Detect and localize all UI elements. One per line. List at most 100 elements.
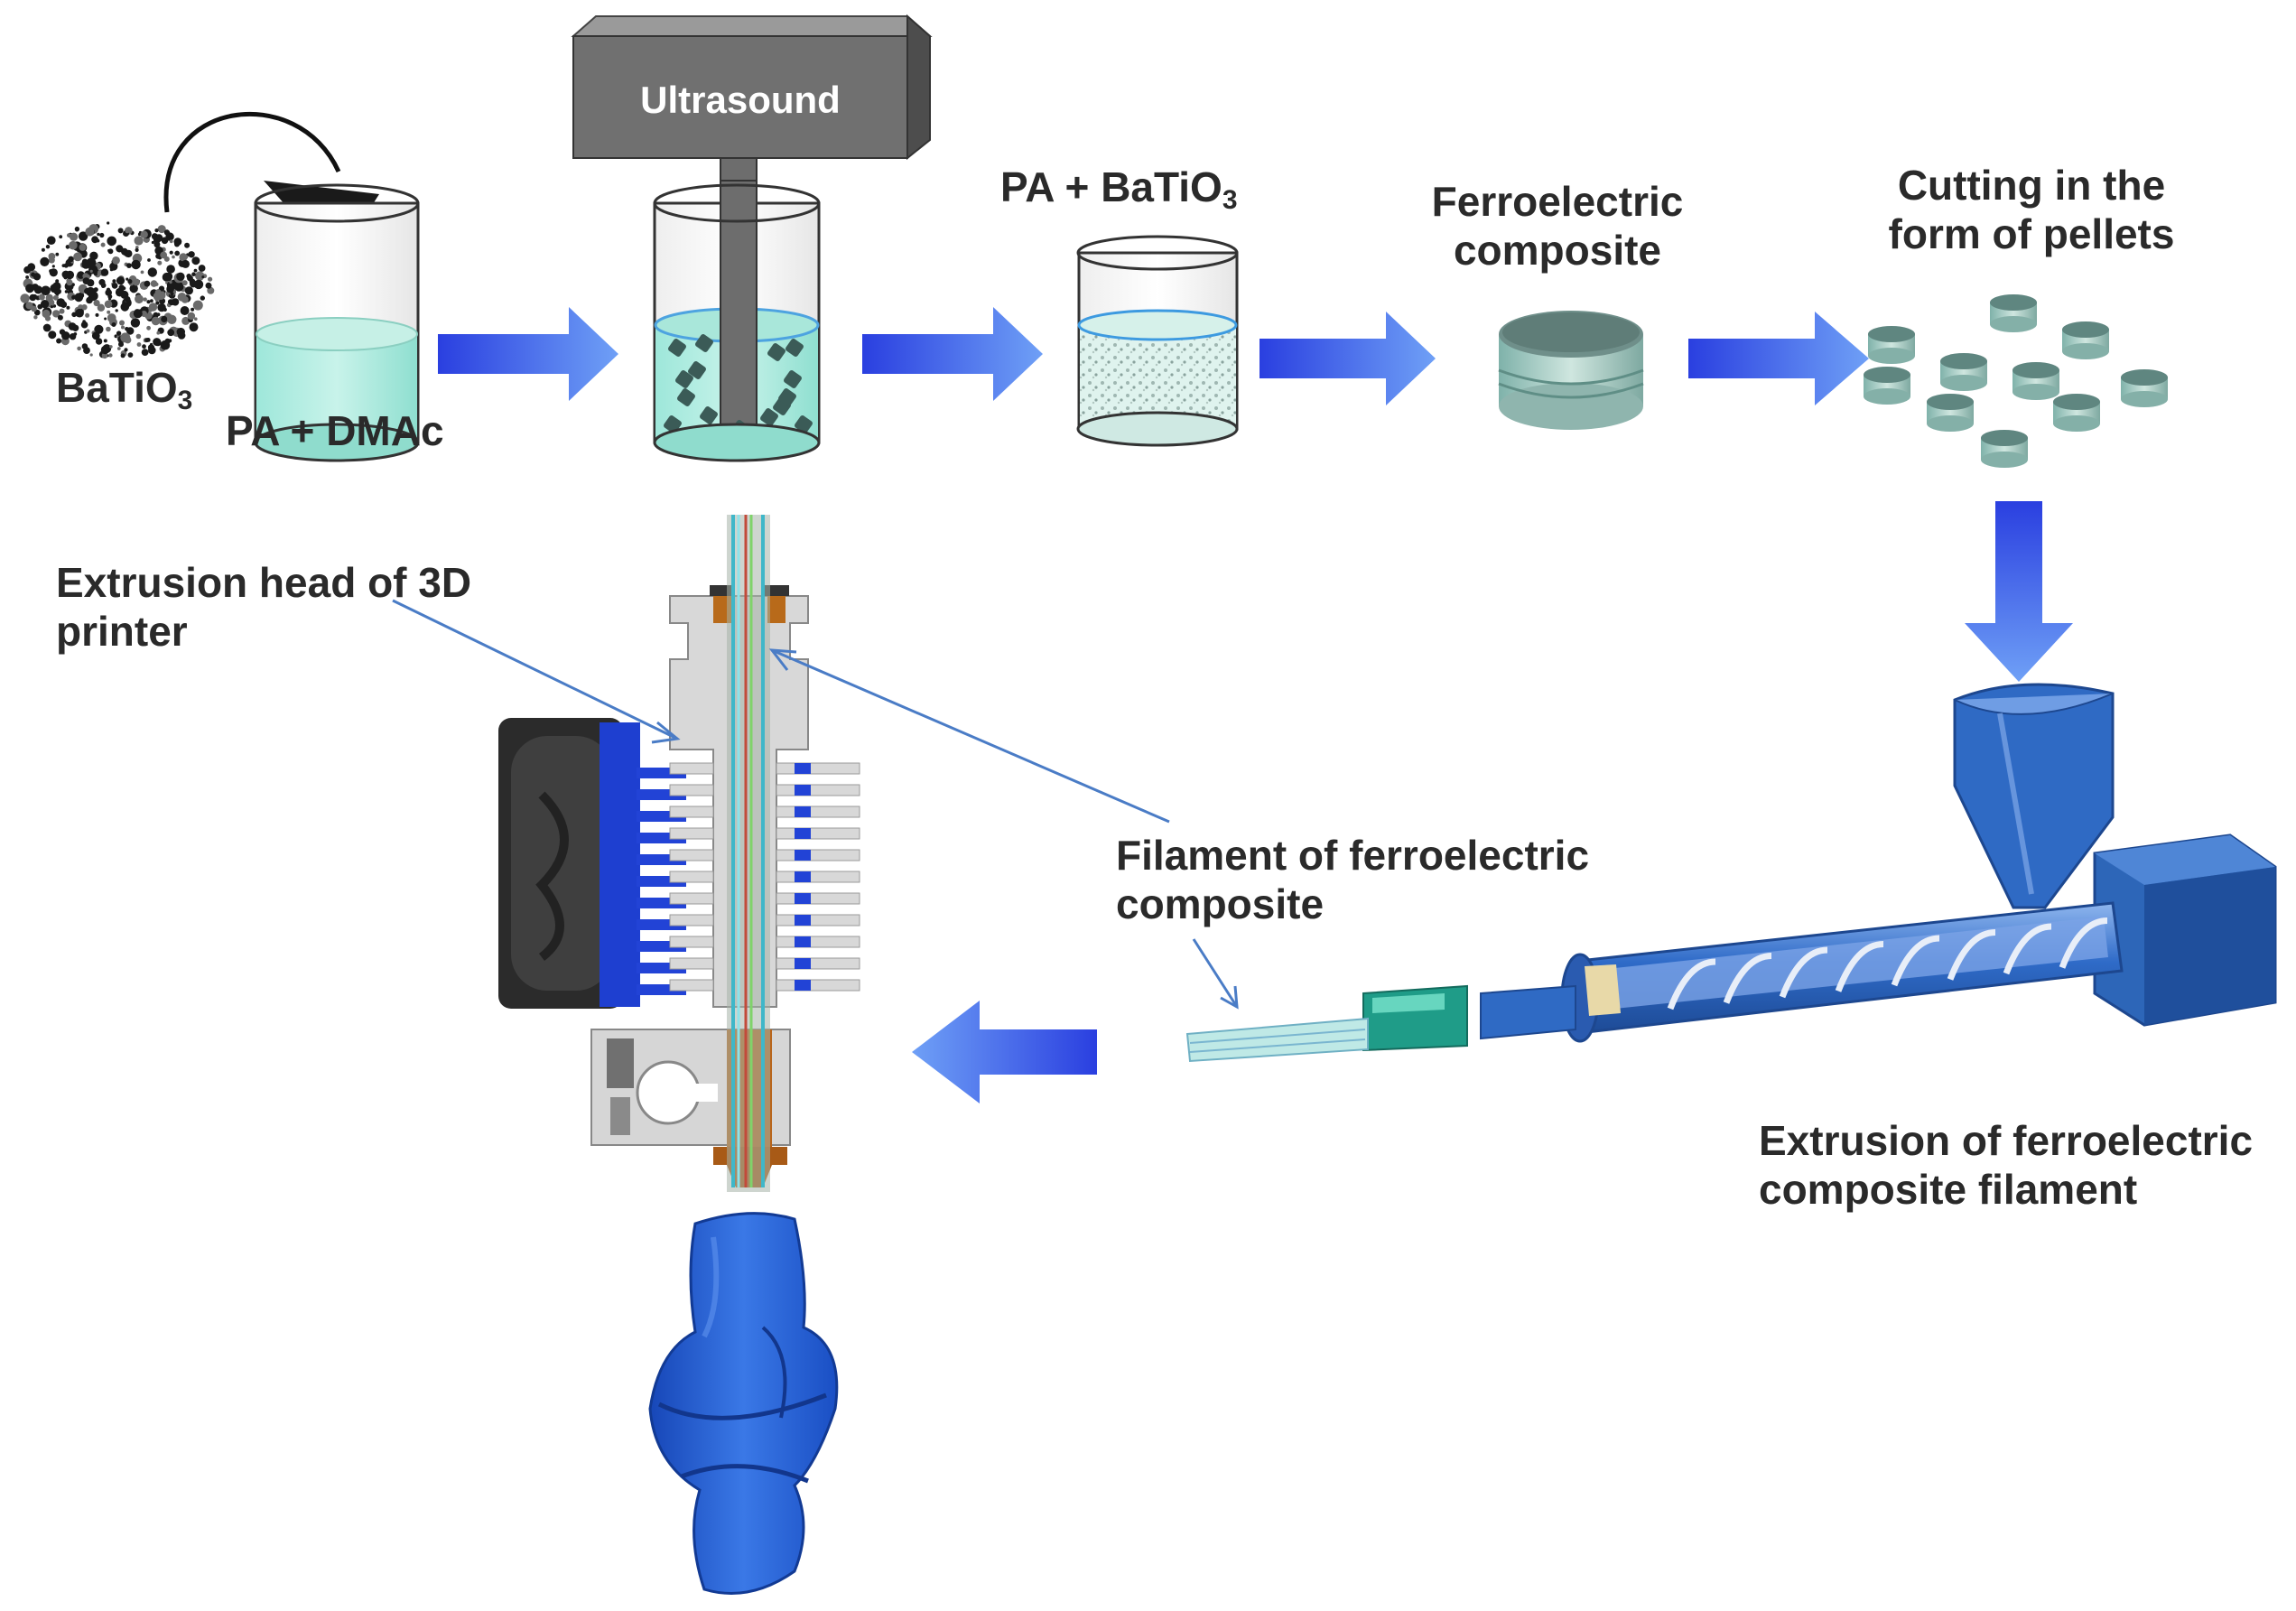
powder-speck (59, 308, 65, 314)
screw-flight (1779, 946, 1828, 999)
powder-speck (167, 329, 175, 337)
powder-speck (82, 260, 91, 269)
powder-speck (191, 307, 195, 312)
powder-speck (59, 329, 66, 335)
powder-speck (107, 313, 116, 322)
powder-speck (129, 284, 138, 293)
powder-speck (150, 299, 153, 303)
powder-speck (167, 314, 177, 324)
powder-speck (141, 311, 147, 317)
label-filament-line-2: composite (1116, 880, 1325, 927)
powder-speck (195, 271, 205, 281)
heatsink-fin (669, 762, 714, 775)
powder-speck (151, 316, 161, 326)
powder-speck (25, 302, 33, 310)
powder-speck (160, 251, 168, 259)
powder-speck (27, 263, 36, 272)
powder-speck (77, 346, 81, 351)
powder-speck (42, 323, 51, 332)
pellet (2053, 394, 2100, 432)
powder-speck (150, 280, 158, 287)
powder-speck (112, 279, 116, 284)
beaker-pa-batio3 (1076, 235, 1239, 447)
powder-speck (107, 248, 114, 255)
powder-speck (146, 325, 152, 331)
powder-speck (144, 338, 150, 343)
powder-speck (61, 264, 66, 267)
heatsink-fin-accent (795, 980, 811, 991)
powder-speck (153, 241, 161, 248)
heatsink-fin (776, 871, 860, 883)
powder-speck (148, 308, 153, 312)
label-extrusion-head-line-2: printer (56, 608, 188, 655)
pellet (2012, 362, 2059, 400)
pellet (1868, 326, 1915, 364)
powder-speck (193, 279, 204, 290)
powder-speck (49, 268, 58, 277)
pellet (1981, 430, 2028, 468)
powder-speck (164, 272, 173, 281)
powder-speck (148, 346, 156, 355)
powder-speck (91, 236, 98, 244)
heatsink-fin (776, 827, 860, 840)
powder-speck (120, 303, 130, 312)
process-arrow-2 (862, 307, 1043, 401)
process-arrow-left (912, 1001, 1097, 1103)
heatsink-fin (669, 979, 714, 992)
powder-speck (33, 273, 42, 281)
heatsink-fin (669, 871, 714, 883)
powder-speck (131, 259, 141, 270)
powder-speck (181, 316, 191, 325)
powder-speck (103, 339, 107, 343)
powder-speck (153, 338, 162, 347)
powder-speck (75, 308, 84, 318)
printer-extrusion-head (498, 515, 860, 1192)
powder-speck (117, 228, 124, 234)
powder-speck (153, 312, 159, 319)
filament-extruder (1185, 683, 2277, 1063)
powder-speck (154, 228, 159, 233)
powder-speck (56, 338, 62, 344)
powder-speck (98, 279, 106, 286)
powder-speck (56, 288, 61, 294)
heatsink-fin (776, 892, 860, 905)
powder-speck (151, 240, 154, 245)
heatsink-fin-accent (795, 893, 811, 904)
powder-speck (188, 251, 195, 258)
powder-speck (157, 303, 166, 312)
label-cutting-pellets-line-1: Cutting in the (1897, 162, 2166, 209)
powder-speck (73, 252, 82, 262)
powder-speck (179, 253, 188, 262)
powder-speck (69, 333, 77, 340)
heatsink-fin (776, 936, 860, 948)
powder-speck (61, 270, 70, 279)
powder-speck (41, 300, 50, 309)
pellet (1940, 353, 1987, 391)
powder-speck (133, 278, 140, 286)
powder-speck (135, 294, 144, 304)
powder-speck (120, 353, 125, 359)
powder-speck (191, 256, 200, 265)
powder-speck (153, 236, 161, 244)
powder-speck (125, 327, 129, 331)
leader-extrusion-head (392, 599, 678, 740)
process-arrow-4 (1688, 312, 1869, 405)
powder-speck (166, 284, 174, 293)
powder-speck (141, 349, 149, 356)
powder-speck (106, 326, 111, 332)
powder-speck (66, 305, 70, 310)
powder-speck (144, 280, 151, 287)
powder-speck (97, 232, 100, 237)
powder-speck (109, 267, 114, 272)
powder-speck (85, 227, 95, 237)
powder-speck (184, 242, 191, 248)
powder-speck (55, 279, 60, 284)
powder-speck (181, 280, 188, 286)
powder-speck (198, 265, 206, 272)
leader-filament-down-tip (1220, 985, 1239, 1010)
heatsink-fin-accent (795, 828, 811, 839)
heatsink-fin (776, 957, 860, 970)
powder-speck (157, 225, 166, 234)
batio3-particle (784, 370, 802, 388)
powder-speck (192, 300, 203, 311)
